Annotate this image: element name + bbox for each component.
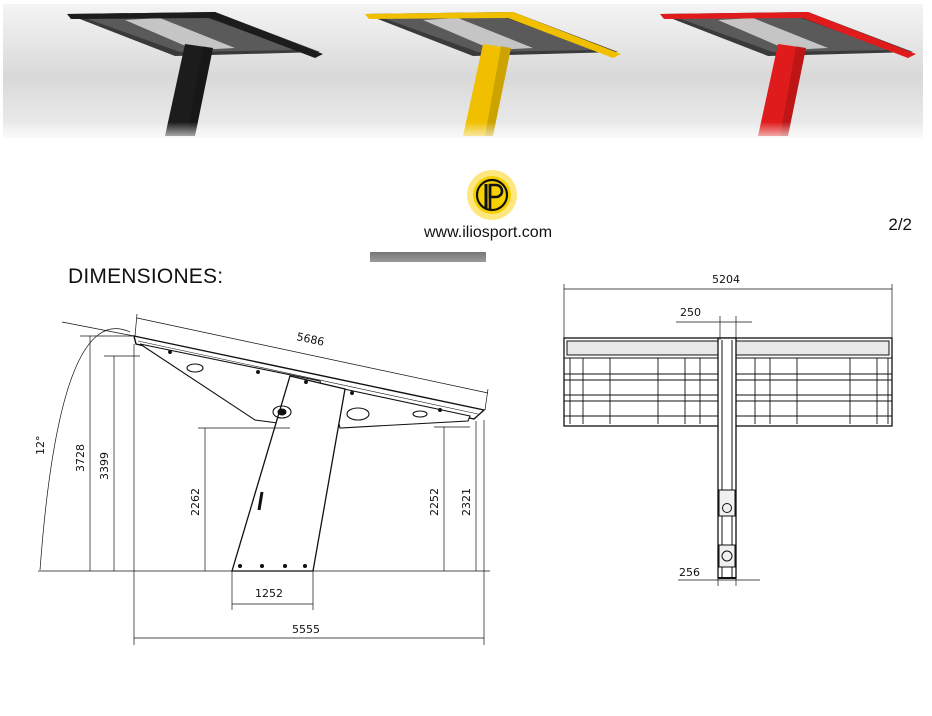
carport-render-black xyxy=(67,12,323,136)
dim-height-center: 2262 xyxy=(189,488,202,516)
dim-overall-width: 5555 xyxy=(292,623,320,636)
website-url: www.iliosport.com xyxy=(423,224,553,241)
dim-base-width: 1252 xyxy=(255,587,283,600)
dim-height-rear-b: 2321 xyxy=(460,488,473,516)
section-title: DIMENSIONES: xyxy=(68,265,224,288)
dim-height-front: 3399 xyxy=(98,452,111,480)
dim-pillar-base: 256 xyxy=(679,566,700,579)
decorative-strip xyxy=(370,252,486,262)
page-number: 2/2 xyxy=(888,215,912,234)
dim-length: 5686 xyxy=(295,330,325,349)
product-banner xyxy=(3,4,923,138)
carport-render-yellow xyxy=(365,12,621,136)
dim-angle: 12° xyxy=(34,436,47,456)
carport-render-red xyxy=(660,12,916,136)
dim-total-width: 5204 xyxy=(712,273,740,286)
dim-height-rear-a: 2252 xyxy=(428,488,441,516)
banner-renders xyxy=(3,12,923,138)
iliosport-logo-icon xyxy=(467,170,517,220)
dim-pillar-top: 250 xyxy=(680,306,701,319)
dim-height-total: 3728 xyxy=(74,444,87,472)
